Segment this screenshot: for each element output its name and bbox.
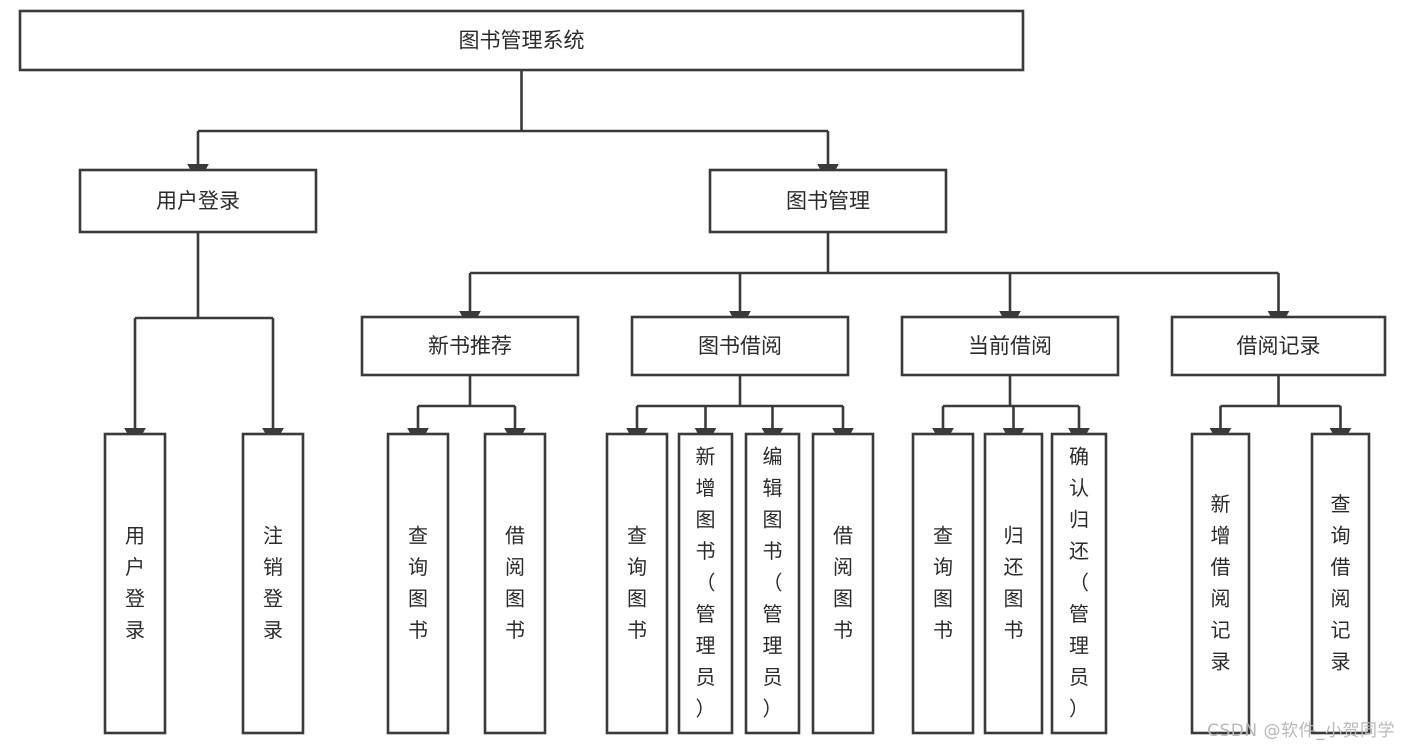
node-leaf-cur-return-book[interactable]: 归还图书 [983, 432, 1044, 735]
node-label-root: 图书管理系统 [459, 29, 585, 53]
node-box-user-login [78, 168, 318, 234]
node-leaf-rec-query-record[interactable]: 查询借阅记录 [1310, 432, 1371, 735]
node-box-leaf-borrow-borrow-book [811, 432, 875, 735]
node-leaf-borrow-query-book[interactable]: 查询图书 [605, 432, 669, 735]
node-new-book-recommend[interactable]: 新书推荐 [360, 315, 580, 377]
node-box-leaf-rec-query-record [1310, 432, 1371, 735]
node-leaf-user-logout[interactable]: 注销登录 [241, 432, 305, 735]
node-label-leaf-rec-query-record: 查询借阅记录 [1331, 491, 1351, 673]
node-box-leaf-cur-confirm-return [1050, 432, 1108, 735]
node-label-new-book-recommend: 新书推荐 [428, 334, 512, 358]
node-label-leaf-rec-add-record: 新增借阅记录 [1211, 491, 1231, 673]
node-label-book-manage: 图书管理 [786, 189, 870, 213]
connector-lines [124, 70, 1352, 448]
node-user-login[interactable]: 用户登录 [78, 168, 318, 234]
node-box-leaf-user-logout [241, 432, 305, 735]
node-label-leaf-borrow-edit-book: 编辑图书（管理员） [763, 444, 783, 720]
node-label-leaf-cur-confirm-return: 确认归还（管理员） [1069, 444, 1089, 720]
node-leaf-cur-query-book[interactable]: 查询图书 [911, 432, 975, 735]
node-box-leaf-borrow-add-book [677, 432, 734, 735]
node-label-current-borrow: 当前借阅 [968, 334, 1052, 358]
node-label-leaf-rec-query-book: 查询图书 [408, 523, 428, 642]
node-box-new-book-recommend [360, 315, 580, 377]
node-label-borrow-record: 借阅记录 [1237, 334, 1321, 358]
node-label-leaf-borrow-query-book: 查询图书 [627, 523, 647, 642]
node-boxes: 图书管理系统用户登录图书管理新书推荐图书借阅当前借阅借阅记录用户登录注销登录查询… [18, 9, 1387, 735]
node-book-borrow[interactable]: 图书借阅 [630, 315, 850, 377]
node-leaf-rec-borrow-book[interactable]: 借阅图书 [483, 432, 547, 735]
node-label-leaf-cur-return-book: 归还图书 [1004, 523, 1024, 642]
node-leaf-borrow-add-book[interactable]: 新增图书（管理员） [677, 432, 734, 735]
node-label-user-login: 用户登录 [156, 189, 240, 213]
node-leaf-cur-confirm-return[interactable]: 确认归还（管理员） [1050, 432, 1108, 735]
node-root[interactable]: 图书管理系统 [18, 9, 1025, 72]
node-box-leaf-user-login [103, 432, 167, 735]
node-box-leaf-cur-return-book [983, 432, 1044, 735]
node-box-root [18, 9, 1025, 72]
node-box-current-borrow [900, 315, 1120, 377]
watermark-text: CSDN @软件_小贺同学 [1207, 721, 1395, 741]
node-box-book-borrow [630, 315, 850, 377]
node-label-leaf-borrow-borrow-book: 借阅图书 [833, 523, 853, 642]
node-label-leaf-borrow-add-book: 新增图书（管理员） [696, 444, 716, 720]
node-label-leaf-rec-borrow-book: 借阅图书 [505, 523, 525, 642]
node-book-manage[interactable]: 图书管理 [708, 168, 948, 234]
node-leaf-rec-add-record[interactable]: 新增借阅记录 [1190, 432, 1251, 735]
node-box-leaf-rec-query-book [386, 432, 450, 735]
node-box-book-manage [708, 168, 948, 234]
node-label-leaf-user-logout: 注销登录 [263, 523, 283, 642]
node-box-leaf-rec-add-record [1190, 432, 1251, 735]
node-box-leaf-borrow-query-book [605, 432, 669, 735]
node-current-borrow[interactable]: 当前借阅 [900, 315, 1120, 377]
node-leaf-user-login[interactable]: 用户登录 [103, 432, 167, 735]
node-label-leaf-cur-query-book: 查询图书 [933, 523, 953, 642]
node-box-leaf-rec-borrow-book [483, 432, 547, 735]
node-borrow-record[interactable]: 借阅记录 [1170, 315, 1387, 377]
node-label-leaf-user-login: 用户登录 [125, 523, 145, 642]
node-leaf-borrow-edit-book[interactable]: 编辑图书（管理员） [744, 432, 801, 735]
node-box-borrow-record [1170, 315, 1387, 377]
node-label-book-borrow: 图书借阅 [698, 334, 782, 358]
node-box-leaf-cur-query-book [911, 432, 975, 735]
node-box-leaf-borrow-edit-book [744, 432, 801, 735]
node-leaf-borrow-borrow-book[interactable]: 借阅图书 [811, 432, 875, 735]
node-leaf-rec-query-book[interactable]: 查询图书 [386, 432, 450, 735]
